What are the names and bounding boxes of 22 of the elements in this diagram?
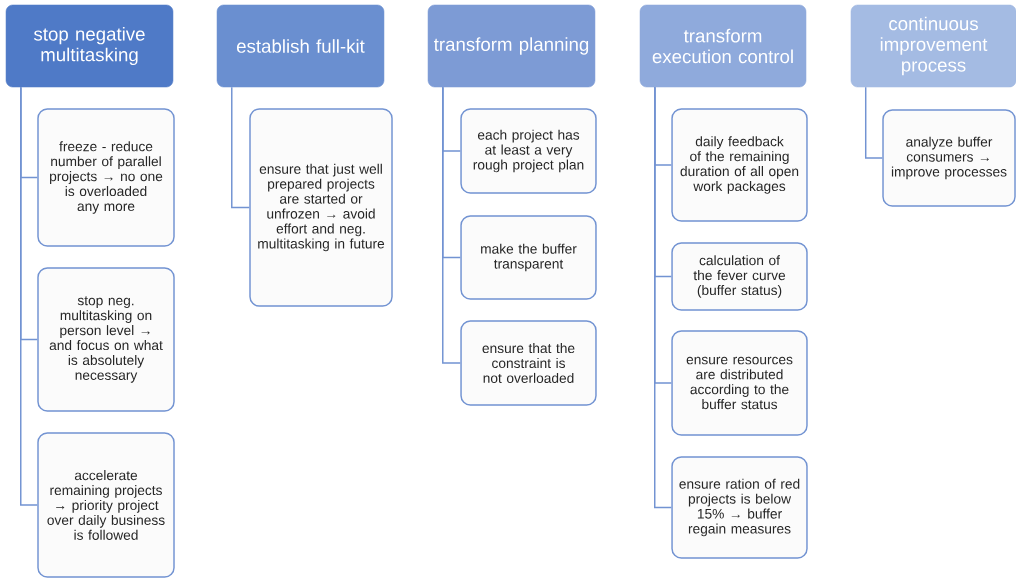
task-box: accelerate remaining projects → priority project over daily business is followed [37,432,175,578]
task-box: ensure resources are distributed according to the buffer status [671,330,808,436]
task-box: ensure that the constraint is not overloaded [460,320,597,406]
tree-connector [442,86,462,364]
tree-connector [231,86,250,209]
task-box: make the buffer transparent [460,215,597,300]
task-box: stop neg. multitasking on person level → and focus on what is absolutely necessary [37,267,175,412]
category-header: stop negative multitasking [5,4,174,88]
category-header: transform execution control [639,4,807,88]
tree-connector [20,86,38,506]
tree-connector [654,86,673,509]
task-box: ensure that just well prepared projects are started or unfrozen → avoid effort and neg. multitasking in future [249,108,393,307]
task-box: calculation of the fever curve (buffer status) [671,242,808,311]
category-header: continuous improvement process [850,4,1016,88]
category-header: establish full-kit [216,4,385,88]
task-box: analyze buffer consumers → improve processes [882,109,1016,207]
task-box: each project has at least a very rough project plan [460,108,597,194]
category-header: transform planning [427,4,596,88]
tree-connector [865,86,883,159]
task-box: ensure ration of red projects is below 15% → buffer regain measures [671,456,808,559]
task-box: freeze - reduce number of parallel projects → no one is overloaded any more [37,108,175,247]
task-box: daily feedback of the remaining duration of all open work packages [671,108,808,222]
